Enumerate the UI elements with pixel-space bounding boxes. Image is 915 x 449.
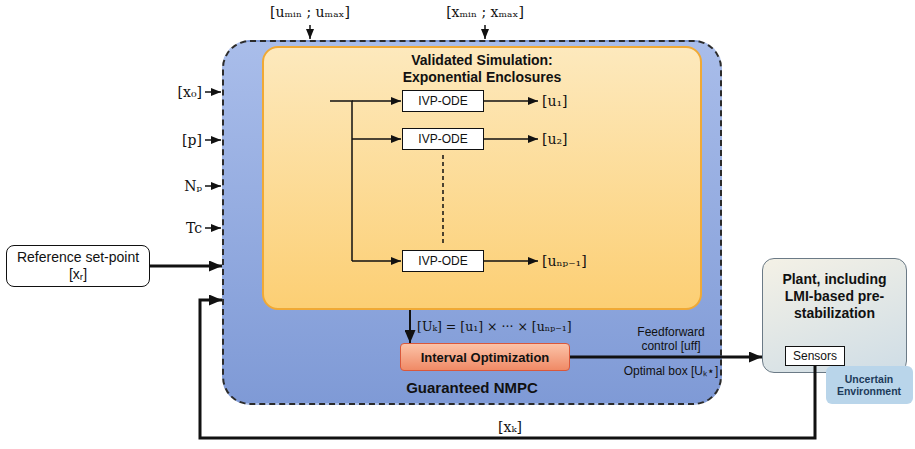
optimization-box: Interval Optimization [400,343,570,371]
branch-arrow [352,138,401,140]
flow-arrow [150,265,222,268]
edge-label: Feedforward control [uff] [621,325,721,353]
constraint-label: [uₘᵢₙ ; uₘₐₓ] [270,4,350,20]
output-label: [u₁] [542,93,568,109]
branch-arrow [352,100,401,102]
output-arrow [484,260,538,262]
input-arrow [205,227,221,229]
input-arrow [309,25,311,39]
input-arrow [205,91,221,93]
box-text: Guaranteed NMPC [406,379,538,396]
branch-arrow [352,260,401,262]
ivp-ode-box: IVP-ODE [402,90,484,112]
sensor-box: Sensors [785,346,845,366]
edge-label: [xₖ] [498,419,522,435]
output-arrow [484,138,538,140]
box-text: IVP-ODE [418,132,467,146]
constraint-label: [xₘᵢₙ ; xₘₐₓ] [446,4,524,20]
signal-label: Optimal box [Uₖ⋆] [624,362,719,379]
input-label: [p] [182,132,202,148]
box-text: Validated Simulation: Exponential Enclos… [382,52,582,86]
input-arrow [484,25,486,39]
box-text: IVP-ODE [418,94,467,108]
flow-arrow [409,310,411,343]
flow-arrow [570,356,762,359]
reference-box: Reference set-point [xᵣ] [6,245,150,287]
box-text: Sensors [793,349,837,363]
environment-patch [826,366,913,404]
input-arrow [205,139,221,141]
output-arrow [484,100,538,102]
box-text: Interval Optimization [421,350,550,365]
box-text: IVP-ODE [418,254,467,268]
box-text: Plant, including LMI-based pre-stabiliza… [771,271,898,322]
plant-box: Plant, including LMI-based pre-stabiliza… [762,258,907,373]
input-label: Nₚ [184,178,202,194]
simulation-block: Validated Simulation: Exponential Enclos… [262,46,702,310]
input-arrow [205,185,221,187]
edge-label: [Uₖ] = [u₁] × ··· × [uₙₚ₋₁] [417,319,572,334]
box-text: Reference set-point [xᵣ] [14,249,142,283]
input-label: [x₀] [178,84,202,100]
output-label: [u₂] [542,131,568,147]
environment-label: Uncertain Environment [829,373,909,397]
input-label: Tc [186,220,202,236]
ivp-ode-box: IVP-ODE [402,250,484,272]
output-label: [uₙₚ₋₁] [542,253,587,269]
ivp-ode-box: IVP-ODE [402,128,484,150]
